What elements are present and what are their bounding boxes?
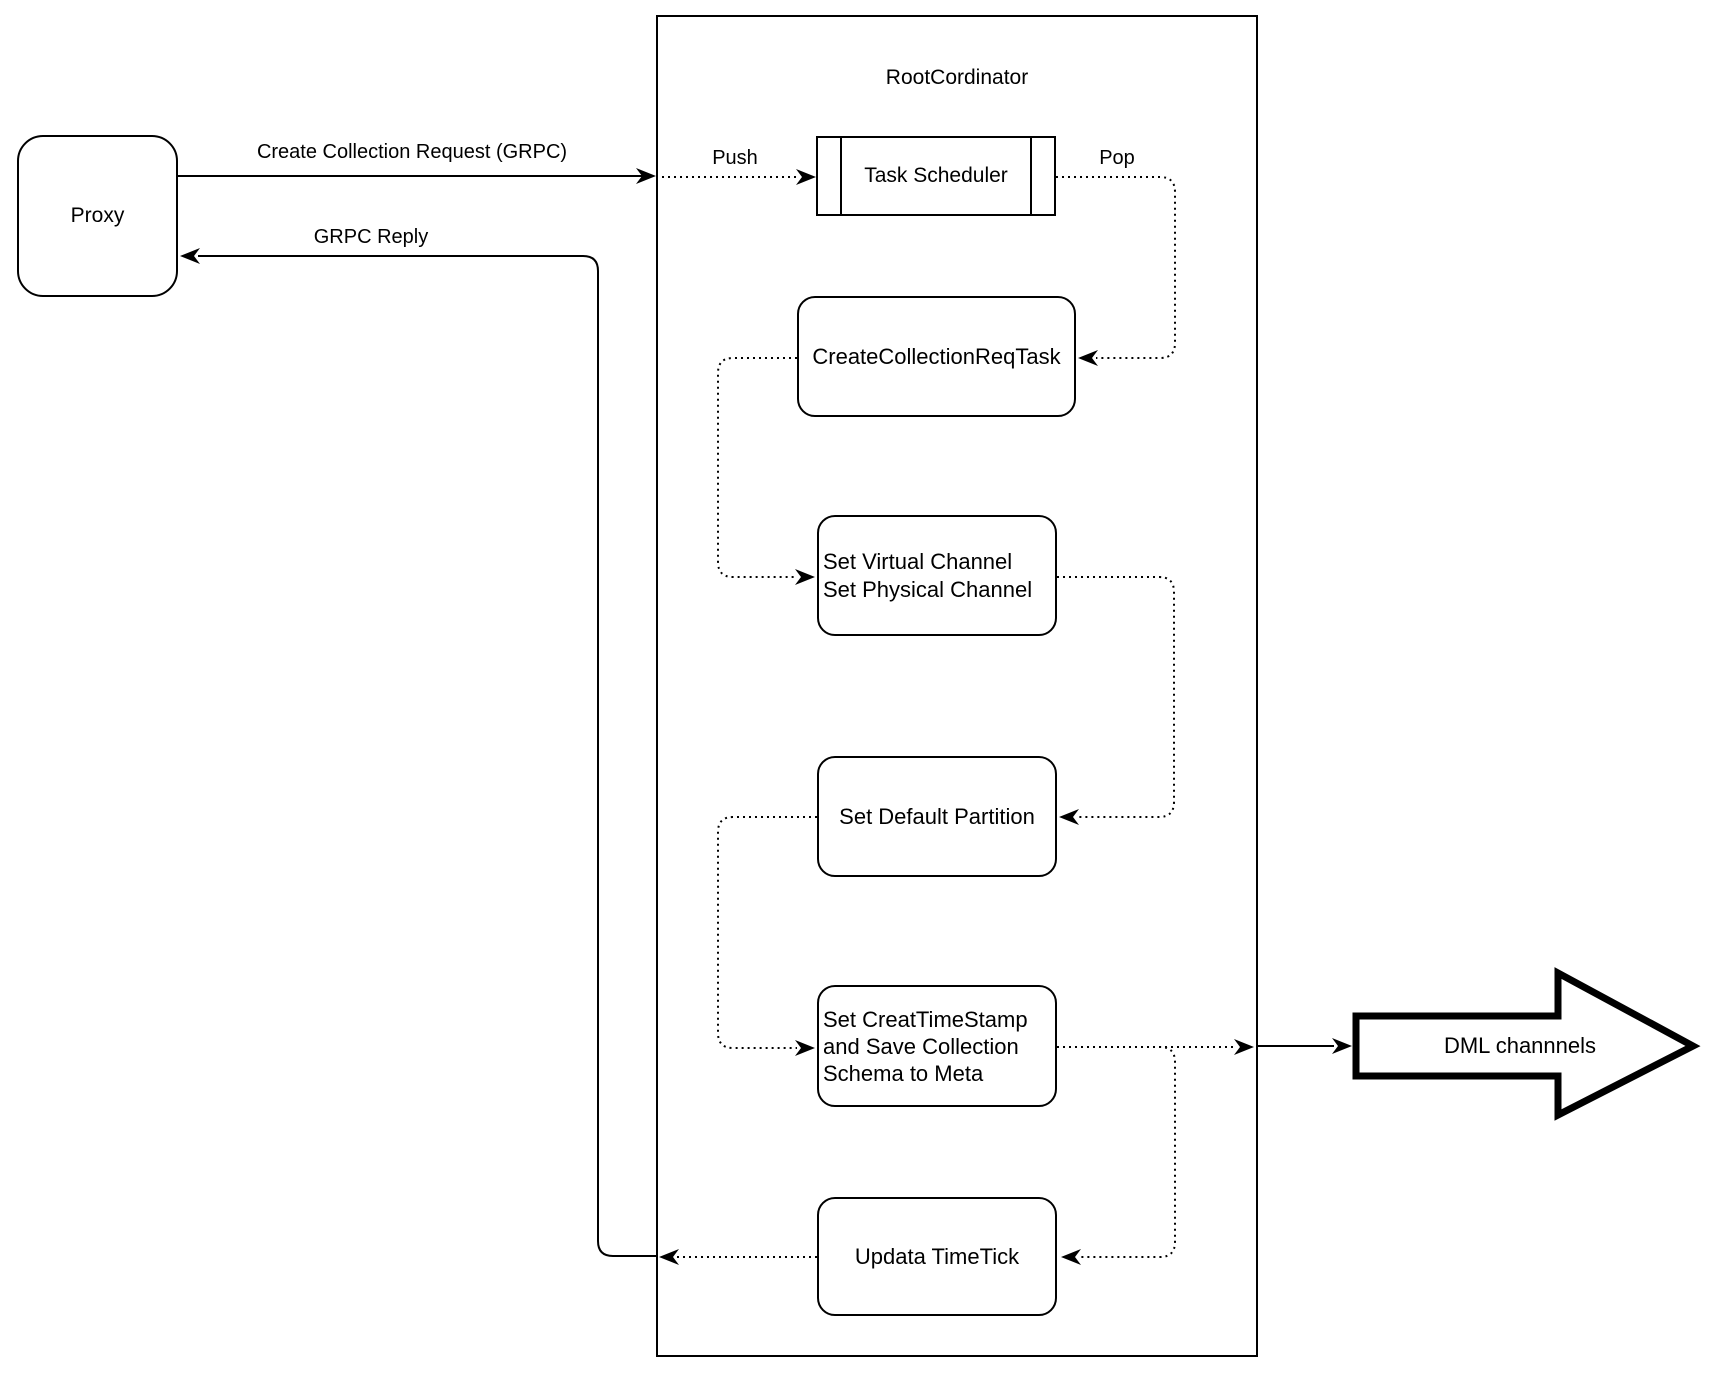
push-label: Push	[712, 147, 758, 169]
dml-channels-label: DML channnels	[1443, 1033, 1597, 1058]
edge-task-to-set-channel	[717, 357, 797, 578]
proxy-node: Proxy	[17, 135, 178, 297]
arrowhead-set-channel	[795, 569, 815, 585]
set-default-partition-label: Set Default Partition	[839, 803, 1035, 829]
proxy-label: Proxy	[70, 204, 125, 227]
task-scheduler-left-bar	[840, 138, 842, 214]
arrowhead-partition	[1059, 809, 1079, 825]
grpc-reply-label: GRPC Reply	[313, 226, 429, 248]
create-collection-req-task-label: CreateCollectionReqTask	[812, 343, 1061, 369]
pop-label: Pop	[1099, 147, 1135, 169]
set-creat-timestamp-label: Set CreatTimeStamp and Save Collection S…	[823, 1006, 1028, 1086]
arrowhead-timestamp	[795, 1040, 815, 1056]
root-coordinator-title: RootCordinator	[885, 66, 1029, 89]
arrowhead-pop	[1078, 350, 1098, 366]
edge-grpc-reply	[198, 255, 656, 1257]
root-coordinator-container	[656, 15, 1258, 1357]
dml-channels-block-arrow	[1352, 967, 1701, 1121]
updata-timetick-node: Updata TimeTick	[817, 1197, 1057, 1316]
edge-partition-to-timestamp	[717, 816, 817, 1049]
set-virtual-channel-node: Set Virtual Channel Set Physical Channel	[817, 515, 1057, 636]
set-virtual-channel-label: Set Virtual Channel Set Physical Channel	[823, 548, 1033, 602]
task-scheduler-label: Task Scheduler	[864, 164, 1008, 187]
edge-timestamp-to-timetick	[1057, 1046, 1176, 1258]
arrowhead-dml	[1332, 1038, 1352, 1054]
task-scheduler-node: Task Scheduler	[816, 136, 1056, 216]
edge-channel-to-partition	[1057, 576, 1175, 818]
set-creat-timestamp-node: Set CreatTimeStamp and Save Collection S…	[817, 985, 1057, 1107]
arrowhead-at-right-edge	[1234, 1039, 1254, 1055]
arrowhead-grpc-reply	[180, 248, 200, 264]
task-scheduler-right-bar	[1030, 138, 1032, 214]
arrowhead-request-into-coordinator	[636, 168, 656, 184]
create-collection-req-task-node: CreateCollectionReqTask	[797, 296, 1076, 417]
create-collection-request-label: Create Collection Request (GRPC)	[256, 141, 568, 163]
arrowhead-at-left-edge	[659, 1249, 679, 1265]
arrowhead-timetick	[1061, 1249, 1081, 1265]
updata-timetick-label: Updata TimeTick	[854, 1243, 1020, 1269]
arrowhead-push	[796, 169, 816, 185]
set-default-partition-node: Set Default Partition	[817, 756, 1057, 877]
